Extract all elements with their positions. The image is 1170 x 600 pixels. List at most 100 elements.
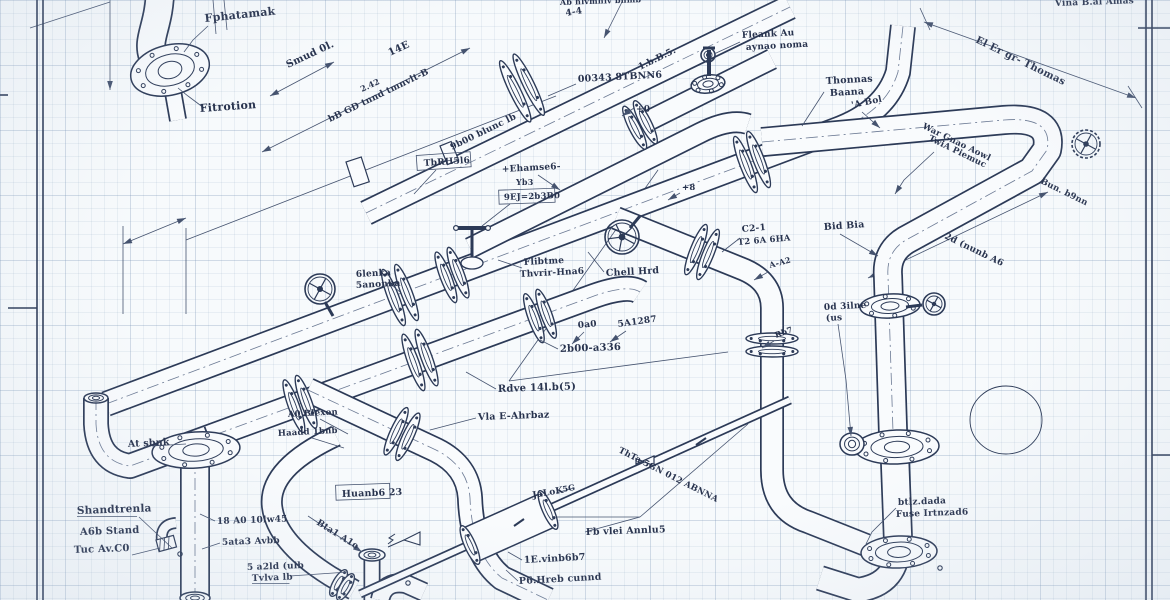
annotation-label: A0 Blexon bbox=[287, 407, 338, 420]
clamp-bracket bbox=[345, 156, 371, 188]
flange-bolt bbox=[924, 542, 930, 548]
flange-bolt bbox=[442, 263, 446, 267]
flange-bore bbox=[883, 440, 911, 454]
leader-line bbox=[801, 91, 825, 127]
flange-pair bbox=[498, 53, 546, 123]
flange-pair bbox=[459, 524, 481, 566]
annotation-label: Vina B.al Amas bbox=[1054, 0, 1134, 9]
valves bbox=[155, 46, 1101, 586]
leader-line bbox=[721, 237, 741, 253]
arrowhead bbox=[610, 334, 620, 342]
leader-line bbox=[413, 169, 437, 195]
bolt-dot bbox=[937, 565, 943, 571]
flange-bolt bbox=[535, 95, 539, 99]
flange-inner bbox=[168, 438, 224, 462]
arrowhead bbox=[871, 119, 880, 128]
flange-bolt bbox=[349, 580, 353, 584]
flange-hub bbox=[638, 110, 652, 134]
flange-bolt bbox=[349, 575, 353, 579]
leader-line bbox=[547, 83, 577, 97]
bolt-dot bbox=[177, 551, 183, 557]
flange-bolt bbox=[411, 302, 415, 306]
flange-bolt bbox=[748, 135, 752, 139]
annotation-label: 5A1287 bbox=[617, 315, 658, 330]
flange-pair bbox=[522, 288, 558, 344]
flange-bolt bbox=[704, 265, 708, 269]
sleeve-body bbox=[462, 494, 556, 561]
leader-line bbox=[319, 418, 349, 435]
flange-hub bbox=[464, 534, 476, 556]
flange-bolt bbox=[185, 82, 191, 88]
flange-inner bbox=[870, 435, 924, 459]
flange-inner bbox=[363, 550, 381, 560]
flange-hub bbox=[340, 579, 351, 595]
flange-bolt bbox=[396, 268, 400, 272]
dimension-line bbox=[1127, 85, 1143, 109]
pipes bbox=[83, 0, 1063, 600]
annotation-label: 0d 3ilne bbox=[824, 301, 867, 313]
valve-stem bbox=[905, 303, 923, 309]
leader-line bbox=[429, 417, 477, 431]
flange-bolt bbox=[300, 425, 304, 429]
annotation-label: T2 6A 6HA bbox=[737, 233, 791, 248]
wheel-rim bbox=[922, 292, 946, 316]
t-valve-knob bbox=[485, 225, 492, 232]
flange-hub bbox=[528, 305, 540, 332]
flange-hub bbox=[401, 424, 415, 450]
annotation-label: aynao noma bbox=[746, 40, 809, 53]
wheel-spoke bbox=[933, 303, 942, 309]
flange-bolt bbox=[715, 75, 721, 81]
handwheel bbox=[304, 273, 336, 305]
flange-bolt bbox=[403, 446, 407, 450]
leader-line bbox=[584, 516, 641, 533]
flange-bolt bbox=[182, 462, 188, 468]
flange-hub bbox=[387, 282, 400, 313]
hatch-line bbox=[163, 537, 166, 551]
dimension-line bbox=[185, 95, 557, 241]
annotation-label: TbRH5l6 bbox=[424, 156, 471, 169]
flat-flange bbox=[690, 74, 726, 94]
wheel-spoke bbox=[608, 236, 623, 240]
flange-bolt bbox=[209, 459, 215, 465]
flange-bolt bbox=[385, 448, 389, 452]
leader-line bbox=[177, 87, 205, 109]
pipe-body bbox=[361, 0, 795, 224]
flange-hub bbox=[420, 342, 433, 373]
bolt-dot bbox=[405, 580, 411, 586]
flange-bolt bbox=[522, 68, 526, 72]
dimension-line bbox=[261, 47, 471, 153]
t-valve-knob bbox=[453, 225, 460, 232]
flange-bolt bbox=[883, 457, 889, 463]
flange-bolt bbox=[140, 83, 146, 89]
flange-bore bbox=[91, 395, 101, 401]
wheel-spoke bbox=[926, 299, 935, 305]
dimension-line bbox=[639, 423, 749, 518]
dimension-line bbox=[269, 61, 335, 97]
leader-line bbox=[587, 251, 605, 273]
leader-line bbox=[837, 323, 852, 437]
flange-bolt bbox=[204, 432, 210, 438]
leader-line bbox=[131, 547, 161, 556]
flange-bolt bbox=[906, 296, 912, 302]
flange-bolt bbox=[791, 350, 795, 353]
annotation-label: Chell Hrd bbox=[606, 265, 660, 279]
flange-pair bbox=[328, 569, 356, 600]
arrowhead bbox=[123, 237, 133, 244]
flange-inner bbox=[844, 436, 860, 452]
leader-line bbox=[865, 507, 897, 545]
leader-line bbox=[507, 551, 523, 561]
flange-bore bbox=[182, 443, 210, 457]
arrowhead bbox=[622, 108, 632, 116]
annotation-label: 9EJ=2b3B0 bbox=[504, 191, 561, 203]
arrowhead bbox=[668, 193, 678, 200]
flange-pair bbox=[282, 374, 318, 434]
wheel-spoke bbox=[933, 296, 939, 305]
arrowhead bbox=[1038, 192, 1048, 199]
flange-hub bbox=[758, 335, 786, 342]
flange-bolt bbox=[199, 66, 205, 72]
flange-bolt bbox=[735, 140, 739, 144]
flange-bolt bbox=[398, 307, 402, 311]
annotation-label: 18 A0 10lw45 bbox=[217, 515, 288, 527]
flange-inner bbox=[145, 53, 195, 87]
flange-bolt bbox=[448, 251, 452, 255]
